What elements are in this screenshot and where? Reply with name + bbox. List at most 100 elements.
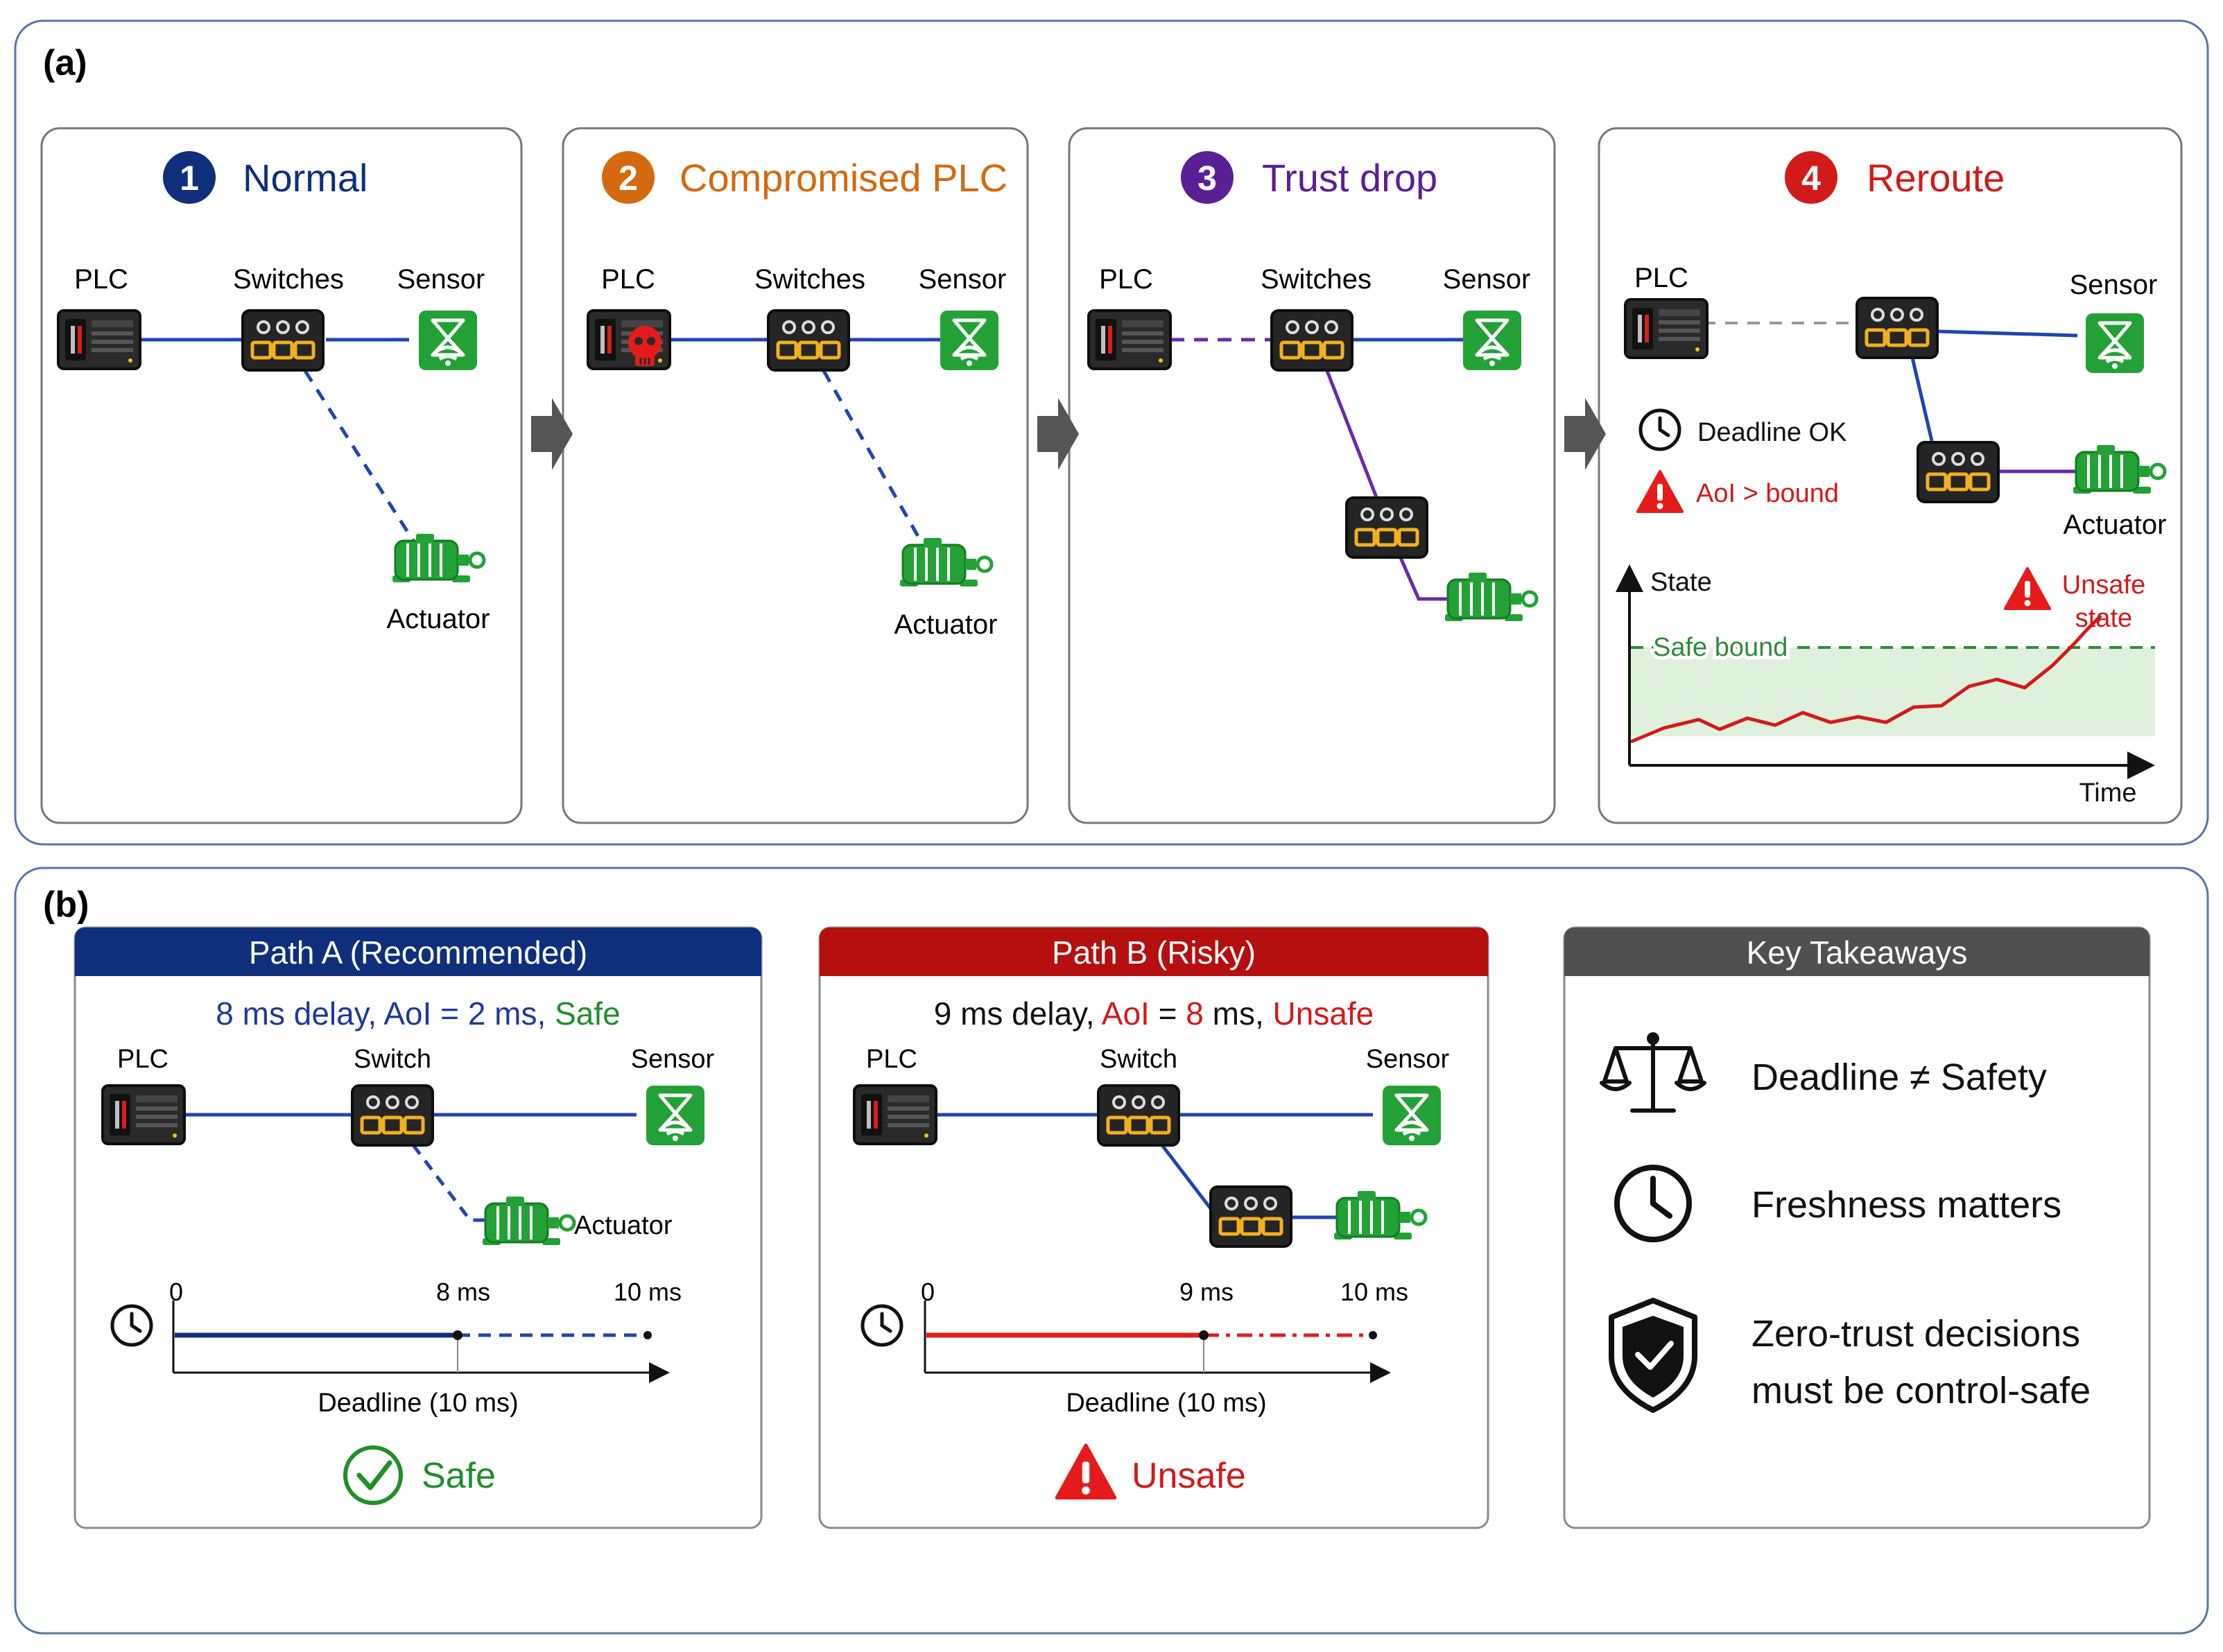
step-4-title: 4 Reroute [1785, 151, 2005, 204]
path-a-aoi: AoI = 2 ms, [383, 995, 546, 1032]
path-a-card: Path A (Recommended) 8 ms delay, AoI = 2… [73, 926, 763, 1529]
takeaway-3-line2: must be control-safe [1751, 1370, 2091, 1411]
switch-icon [352, 1086, 433, 1145]
panel-a-label: (a) [43, 43, 87, 83]
deadline-ok-text: Deadline OK [1697, 418, 1846, 447]
plc-label: PLC [1099, 264, 1153, 295]
plc-label: PLC [74, 264, 128, 295]
sensor-icon [2086, 313, 2144, 373]
switch-icon [768, 311, 849, 370]
step-2-number: 2 [619, 159, 638, 198]
timeline-mark-label: 9 ms [1179, 1278, 1234, 1306]
safe-region [1631, 647, 2155, 736]
timeline-end-label: 10 ms [1340, 1278, 1408, 1306]
link-switch-actuator [412, 1144, 490, 1222]
takeaways-header: Key Takeaways [1747, 934, 1968, 971]
clock-icon [863, 1306, 901, 1345]
step-2-box [562, 127, 1029, 824]
deadline-marker [643, 1331, 652, 1339]
link-switch-sensor [1935, 329, 2078, 338]
switches-label: Switches [1261, 264, 1372, 295]
path-b-header-bar [820, 928, 1488, 976]
step-3-title: 3 Trust drop [1181, 151, 1437, 204]
step-4-number-badge [1785, 151, 1837, 204]
path-b-aoi-label: AoI [1102, 995, 1150, 1032]
path-a-verdict: Safe [555, 995, 621, 1032]
takeaway-3-line1: Zero-trust decisions [1751, 1313, 2080, 1355]
link-switch-switch2 [1324, 367, 1382, 507]
link-switch-actuator [822, 369, 924, 545]
plc-label: PLC [117, 1045, 168, 1074]
scale-icon [1600, 1032, 1706, 1113]
step-3-number: 3 [1197, 159, 1217, 198]
switches-label: Switches [233, 264, 344, 295]
step-arrow-3 [1564, 398, 1606, 470]
switches-label: Switches [754, 264, 865, 295]
step-1-title-text: Normal [243, 156, 367, 200]
step-arrow-2 [1037, 398, 1079, 470]
takeaway-1-text: Deadline ≠ Safety [1751, 1057, 2047, 1098]
shield-check-icon [1609, 1298, 1697, 1413]
panel-b-label: (b) [43, 885, 89, 925]
path-b-summary: 9 ms delay, AoI = 8 ms, Unsafe [934, 995, 1374, 1032]
safe-bound-label: Safe bound [1653, 633, 1788, 662]
step-4-number: 4 [1801, 159, 1821, 198]
backup-switch-icon [1918, 442, 1998, 502]
path-b-result: Unsafe [1132, 1456, 1246, 1496]
actuator-label: Actuator [387, 604, 490, 634]
plc-icon [853, 1084, 937, 1145]
clock-icon [112, 1306, 151, 1345]
state-axis-label: State [1650, 568, 1712, 597]
actuator-label: Actuator [2064, 510, 2167, 540]
step-2-network: PLC Switches Sensor Actuator [587, 264, 1007, 640]
path-b-aoi-unit: ms, [1213, 995, 1264, 1032]
unsafe-label-line1: Unsafe [2062, 571, 2145, 600]
check-circle-icon [343, 1445, 403, 1505]
step-3-number-badge [1181, 151, 1234, 204]
sensor-label: Sensor [1366, 1045, 1450, 1074]
step-arrow-1 [531, 398, 573, 470]
sensor-icon [940, 311, 998, 370]
backup-switch-icon [1211, 1187, 1291, 1246]
timeline-caption: Deadline (10 ms) [1066, 1389, 1266, 1418]
link-switch2-actuator [1397, 553, 1449, 601]
step-3-network: PLC Switches Sensor [1087, 264, 1537, 621]
unsafe-label-line2: state [2075, 604, 2132, 633]
step-1-network: PLC Switches Sensor Actuator [57, 264, 490, 634]
path-a-header: Path A (Recommended) [249, 934, 587, 971]
sensor-label: Sensor [397, 264, 485, 295]
switch-icon [1857, 298, 1937, 358]
path-a-header-bar [75, 928, 761, 976]
link-switch-switch2 [1910, 357, 1934, 442]
step-2-number-badge [602, 151, 655, 204]
clock-icon [1641, 410, 1679, 449]
path-b-card: Path B (Risky) 9 ms delay, AoI = 8 ms, U… [818, 926, 1489, 1529]
switch-label: Switch [354, 1045, 431, 1074]
step-3-title-text: Trust drop [1262, 156, 1437, 200]
link-switch-actuator [303, 369, 415, 542]
switch-label: Switch [1100, 1045, 1177, 1074]
sensor-icon [1383, 1086, 1441, 1145]
state-trajectory [1630, 614, 2102, 744]
switch-icon [243, 311, 323, 370]
skull-icon [628, 326, 661, 366]
step-2-title: 2 Compromised PLC [602, 151, 1007, 204]
step-4-title-text: Reroute [1867, 156, 2005, 200]
sensor-label: Sensor [919, 264, 1007, 295]
timeline-start-label: 0 [921, 1278, 935, 1306]
plc-icon [57, 309, 141, 370]
path-b-aoi-value: 8 [1186, 995, 1204, 1032]
path-b-verdict: Unsafe [1273, 995, 1374, 1032]
plc-icon [101, 1084, 186, 1145]
sensor-label: Sensor [2070, 270, 2158, 300]
plc-label: PLC [601, 264, 655, 295]
path-b-delay: 9 ms delay, [934, 995, 1095, 1032]
step-4-network: PLC Sensor Actuator Deadline OK AoI > bo… [1616, 263, 2167, 808]
takeaways-header-bar [1564, 928, 2150, 976]
path-b-header: Path B (Risky) [1052, 934, 1256, 971]
step-1-box [40, 127, 523, 824]
deadline-marker [1369, 1331, 1377, 1339]
time-axis-label: Time [2079, 779, 2136, 808]
aoi-bound-text: AoI > bound [1696, 479, 1839, 508]
